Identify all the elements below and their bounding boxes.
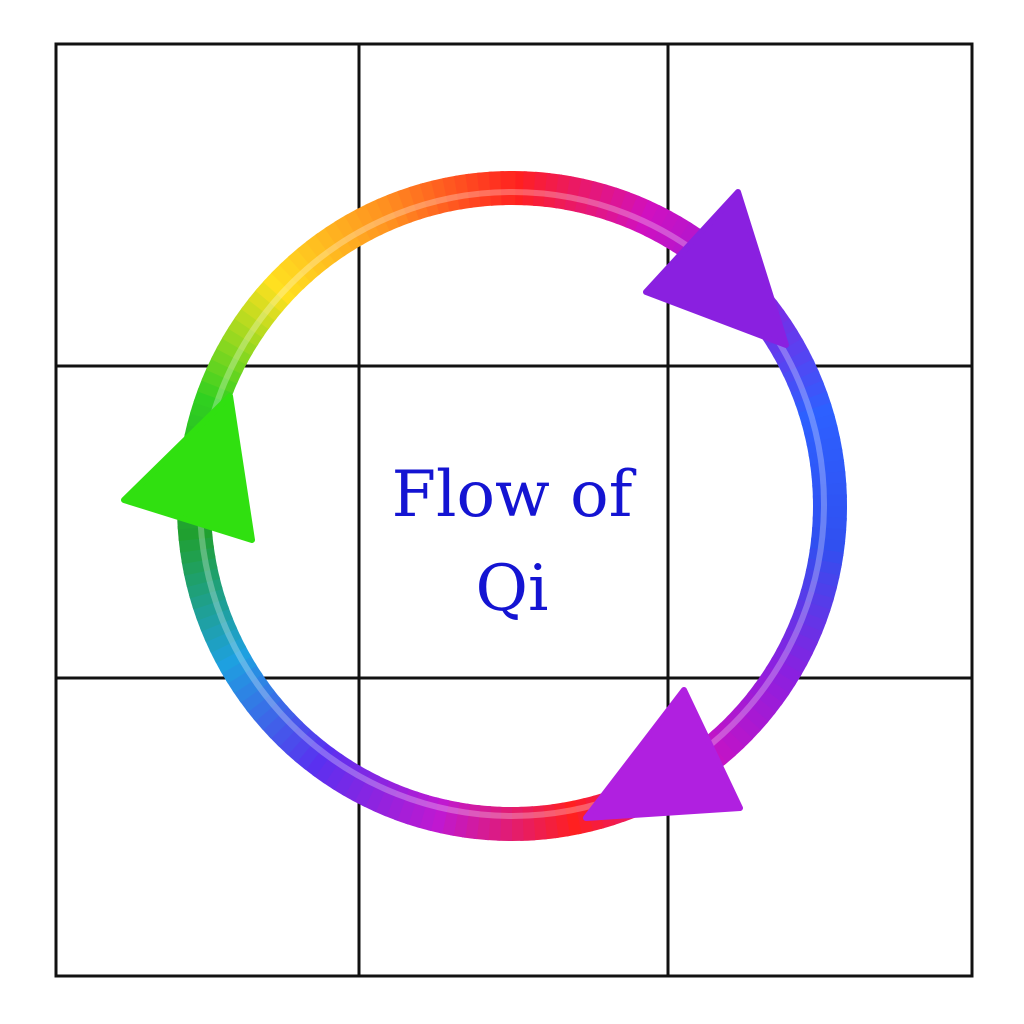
arrowhead-bottom-right-icon — [583, 687, 743, 821]
grid — [54, 42, 974, 978]
arrowhead-top-right-icon — [643, 189, 789, 348]
arrowhead-left-icon — [121, 393, 255, 543]
grid-outer-border — [54, 42, 974, 978]
